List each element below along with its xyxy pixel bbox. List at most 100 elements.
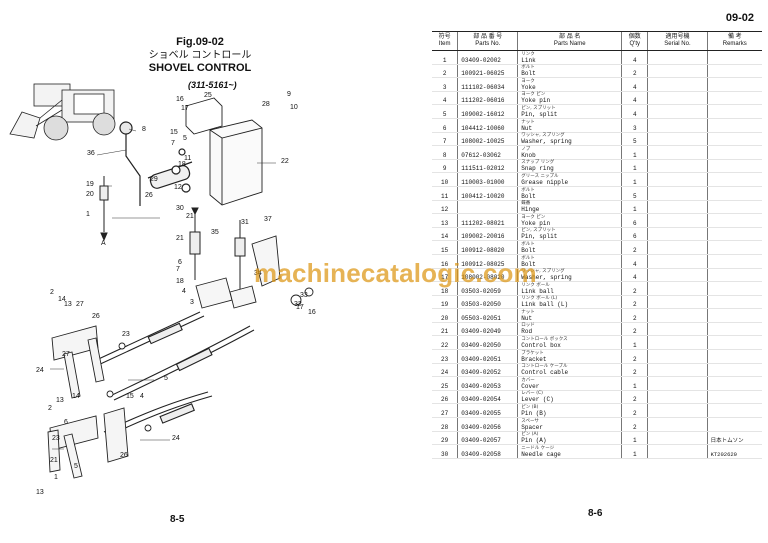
cell-part-no: 111102-06034 xyxy=(457,77,518,92)
cell-qty: 6 xyxy=(621,213,648,228)
callout-label: 37 xyxy=(264,216,272,223)
cell-qty-text: 2 xyxy=(632,396,637,404)
cell-part-no: 100912-08025 xyxy=(457,254,518,269)
bracket-lower xyxy=(47,407,152,479)
callout-label: 4 xyxy=(140,393,144,400)
cell-item: 14 xyxy=(432,227,458,242)
cell-serial xyxy=(647,240,708,255)
cell-item-text: 14 xyxy=(441,233,449,241)
callout-label: 36 xyxy=(87,150,95,157)
cell-item: 13 xyxy=(432,213,458,228)
cell-name-kana: ワッシャ, スプリング xyxy=(521,269,565,275)
cell-item: 27 xyxy=(432,403,458,419)
cell-item-text: 27 xyxy=(441,410,449,418)
cell-name-text: Bolt xyxy=(521,246,536,254)
callout-label: 5 xyxy=(183,135,187,142)
cell-item-text: 6 xyxy=(442,124,447,132)
cell-serial xyxy=(647,363,708,378)
cell-qty: 1 xyxy=(621,431,648,446)
cell-serial xyxy=(647,417,708,432)
cell-qty: 1 xyxy=(621,376,648,391)
cell-name-text: Control cable xyxy=(521,369,569,377)
cell-item-text: 21 xyxy=(441,328,449,336)
cell-qty-text: 5 xyxy=(632,192,637,200)
col-name-jp: 部 品 名 xyxy=(559,34,581,40)
cell-item: 16 xyxy=(432,254,458,269)
left-page: Fig.09-02 ショベル コントロール SHOVEL CONTROL (31… xyxy=(9,36,316,525)
cell-part-no: 03409-02049 xyxy=(457,322,518,337)
watermark: machinecatalogic.com xyxy=(254,258,537,288)
cell-qty: 1 xyxy=(621,200,648,215)
cell-name-kana: スペーサ xyxy=(521,418,539,424)
cell-name-text: Yoke pin xyxy=(521,219,551,227)
cell-qty-text: 1 xyxy=(632,206,637,214)
col-qty-jp: 個数 xyxy=(628,34,641,40)
col-name-en: Parts Name xyxy=(553,41,586,47)
callout-label: 13 xyxy=(36,489,44,496)
cell-remarks xyxy=(706,349,762,364)
callout-label: 22 xyxy=(281,158,289,165)
cell-serial xyxy=(647,200,708,215)
cell-item: 30 xyxy=(432,444,458,459)
cell-name-text: Hinge xyxy=(521,206,540,214)
cell-part-no-text: 111202-08021 xyxy=(461,219,505,227)
cell-remarks xyxy=(706,281,762,296)
cell-part-no: 109002-20016 xyxy=(457,227,518,242)
cell-serial xyxy=(647,308,708,323)
callout-label: 16 xyxy=(308,309,316,316)
cell-item: 29 xyxy=(432,431,458,446)
cell-name-kana: ノブ xyxy=(521,146,531,152)
cell-name-text: Spacer xyxy=(521,423,543,431)
cell-name-text: Yoke xyxy=(521,83,536,91)
callout-label: 13 xyxy=(56,397,64,404)
cell-part-no: 111511-02012 xyxy=(457,159,518,174)
cell-part-no-text: 03409-02051 xyxy=(461,355,501,363)
cell-item: 10 xyxy=(432,172,458,187)
cell-name-kana: ブラケット xyxy=(521,350,544,356)
callout-label: 30 xyxy=(176,205,184,212)
callout-label: 26 xyxy=(92,313,100,320)
cell-serial xyxy=(647,281,708,296)
cell-item: 26 xyxy=(432,390,458,405)
cell-item-text: 16 xyxy=(441,260,449,268)
cell-item: 23 xyxy=(432,349,458,364)
cell-item: 3 xyxy=(432,77,458,92)
cell-qty: 5 xyxy=(621,132,648,147)
figure-title: Fig.09-02 ショベル コントロール SHOVEL CONTROL xyxy=(120,36,280,75)
cell-qty-text: 1 xyxy=(632,165,637,173)
cell-name-text: Pin, split xyxy=(521,233,558,241)
cell-name-kana: ヨーク xyxy=(521,78,535,84)
cell-name-text: Pin (A) xyxy=(521,437,547,445)
cell-name-kana: ワッシャ, スプリング xyxy=(521,133,565,139)
leader-lines xyxy=(50,128,276,450)
cell-part-no: 100412-10020 xyxy=(457,186,518,201)
cell-item: 22 xyxy=(432,335,458,351)
cell-qty-text: 2 xyxy=(632,410,637,418)
callout-label: 7 xyxy=(171,140,175,147)
cell-qty: 5 xyxy=(621,186,648,201)
cell-part-no-text: 03409-02002 xyxy=(461,56,501,64)
callout-label: 23 xyxy=(122,331,130,338)
cell-item-text: 3 xyxy=(442,83,447,91)
callout-label: 13 xyxy=(64,301,72,308)
cell-qty-text: 4 xyxy=(632,83,637,91)
cell-qty: 6 xyxy=(621,227,648,242)
callout-label: 29 xyxy=(150,176,158,183)
cell-part-no-text: 100912-08020 xyxy=(461,246,505,254)
cell-qty-text: 1 xyxy=(632,450,637,458)
cell-name-kana: リンク xyxy=(521,51,535,57)
cell-item-text: 10 xyxy=(441,178,449,186)
left-page-number: 8-5 xyxy=(170,514,185,525)
bellcranks xyxy=(195,235,314,309)
